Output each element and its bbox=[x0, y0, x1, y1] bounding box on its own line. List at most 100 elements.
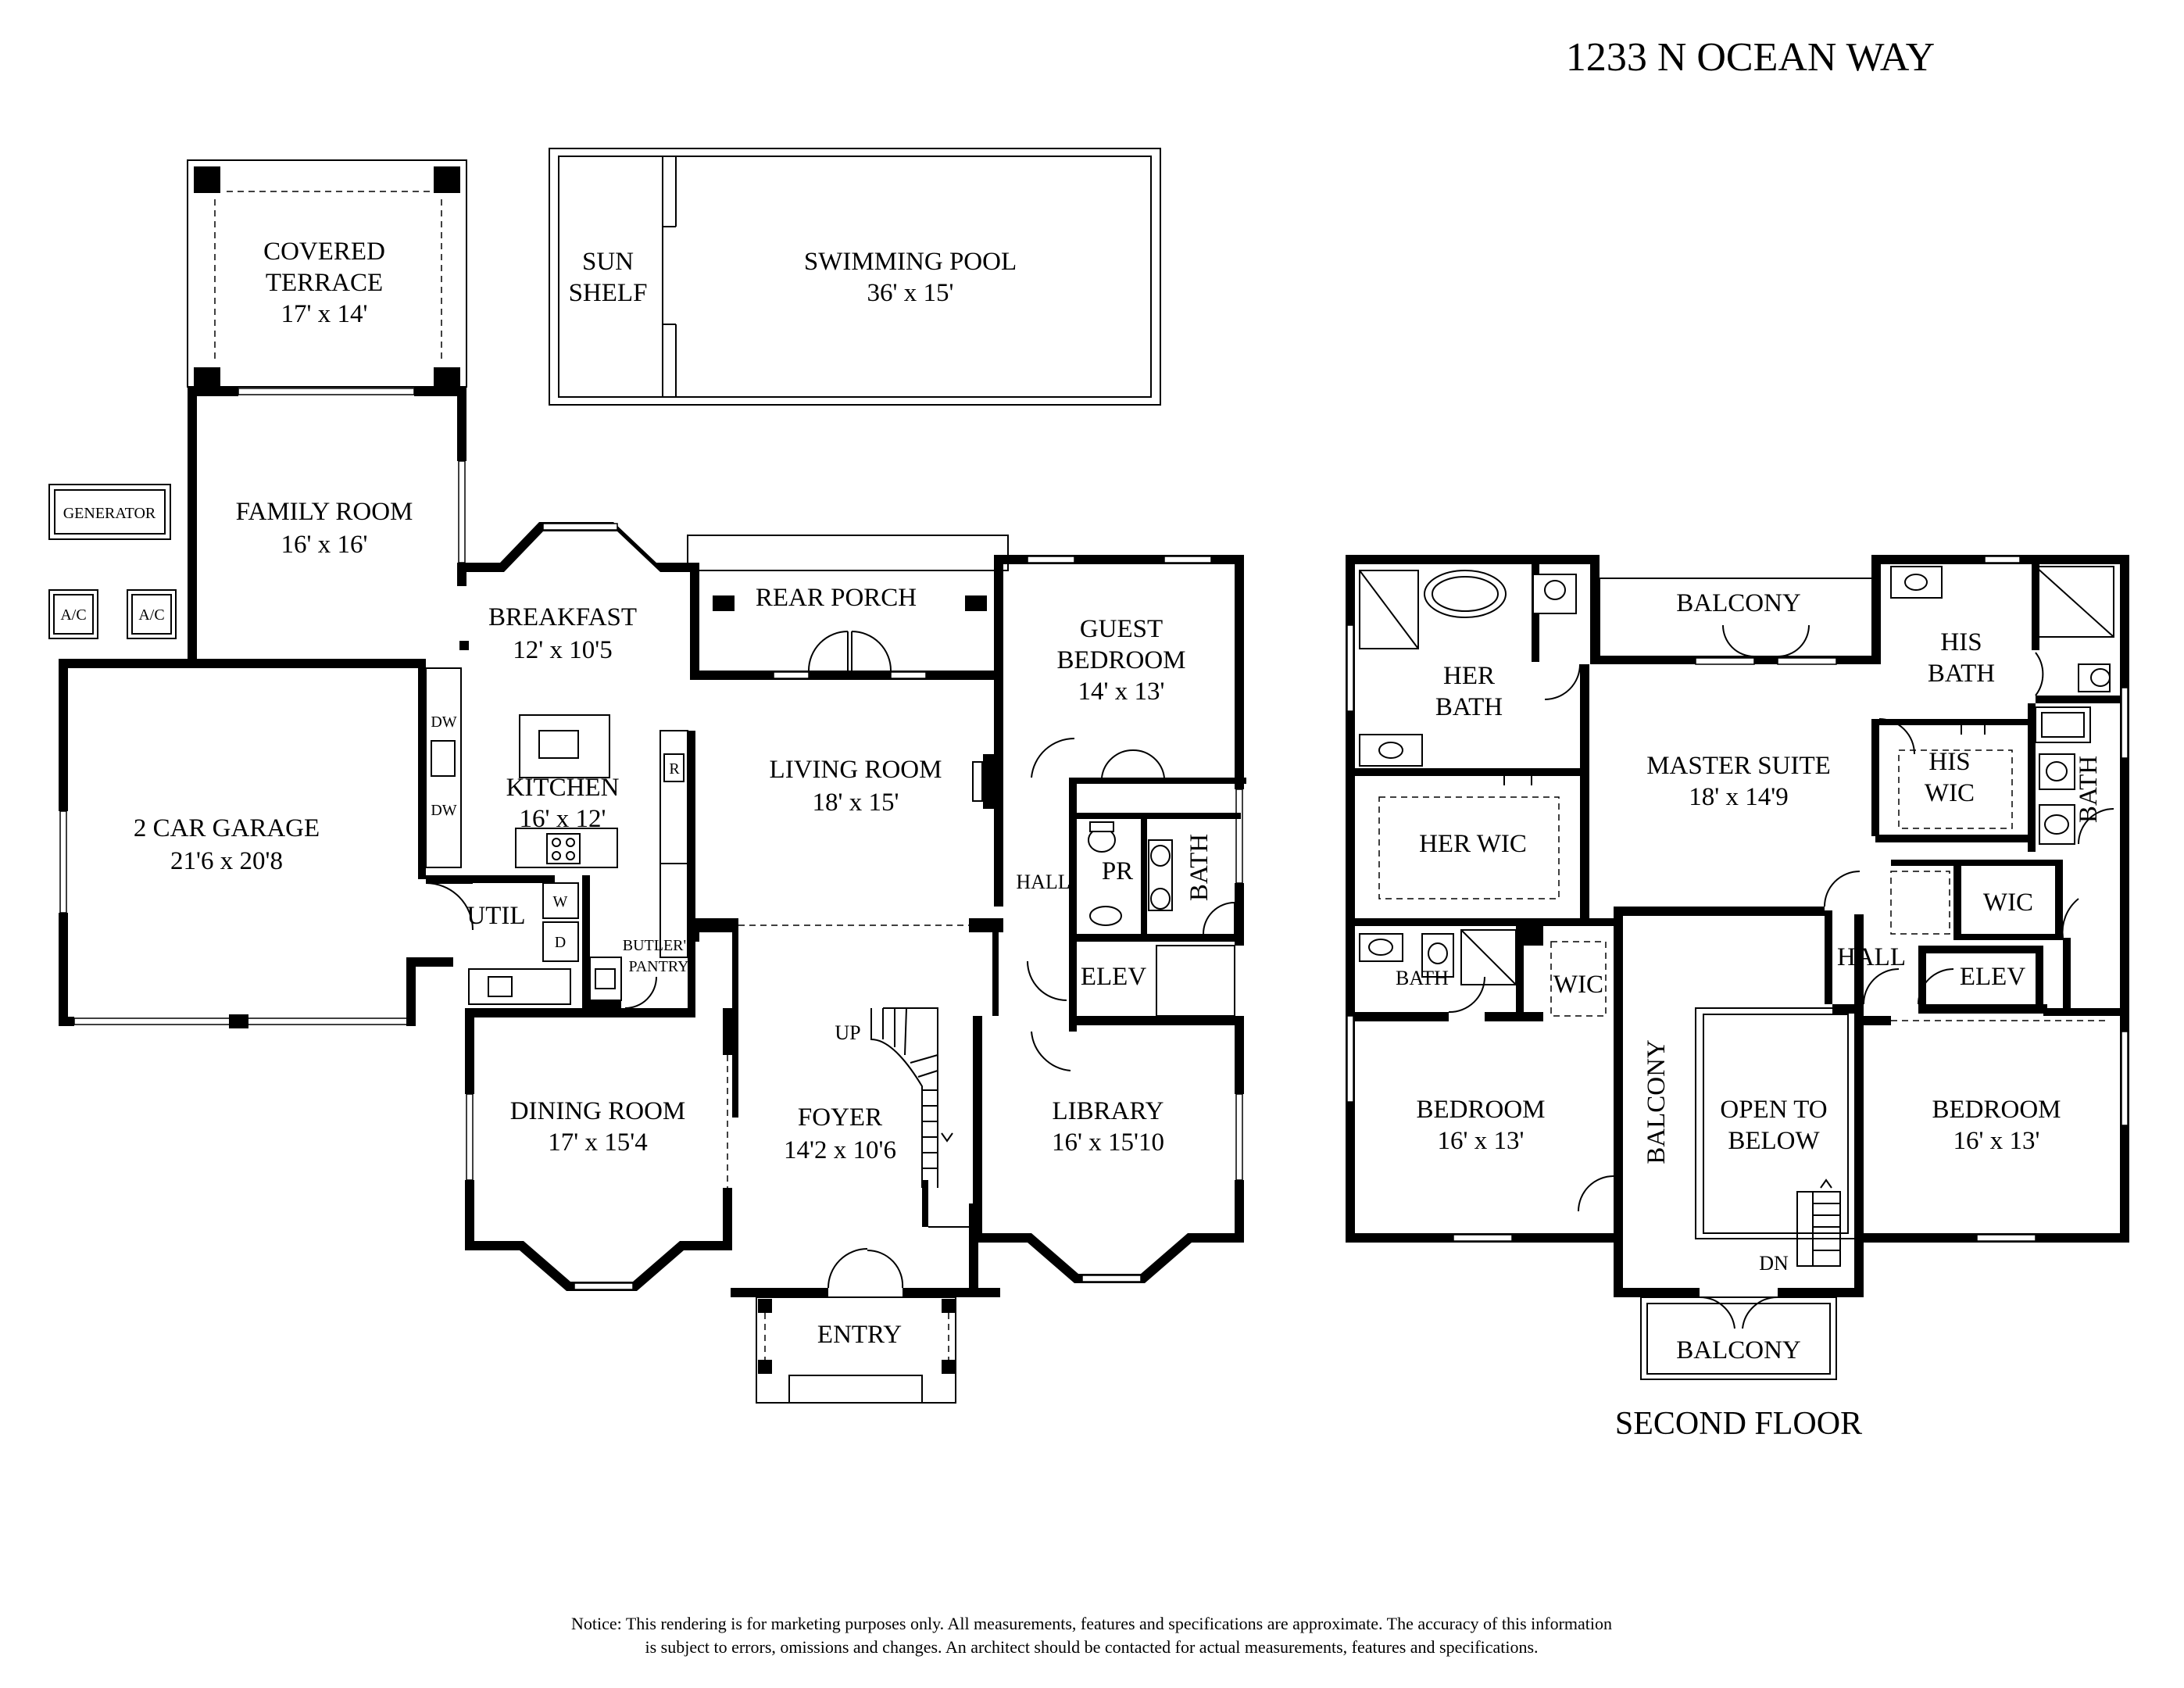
family-room-dims: 16' x 16' bbox=[281, 531, 368, 559]
stairs-second: DN bbox=[1759, 1178, 1841, 1275]
breakfast-dims: 12' x 10'5 bbox=[513, 636, 612, 664]
washer-label: W bbox=[553, 893, 568, 910]
elev-label-second: ELEV bbox=[1960, 963, 2025, 991]
hall-pr-bath-elev: HALL PR BATH ELEV bbox=[1016, 778, 1242, 1071]
ac-1-label: A/C bbox=[60, 606, 86, 624]
her-wic-label: HER WIC bbox=[1419, 830, 1527, 858]
first-floor: COVERED TERRACE 17' x 14' SUN SHELF SWIM… bbox=[48, 148, 1246, 1404]
open-to-below-label-1: OPEN TO bbox=[1720, 1096, 1827, 1124]
butlers-pantry-label-1: BUTLER'S bbox=[623, 937, 695, 954]
sun-shelf-label-1: SUN bbox=[582, 248, 634, 276]
kitchen-label: KITCHEN bbox=[506, 774, 620, 802]
garage-walls bbox=[59, 659, 474, 1028]
her-bath-label-2: BATH bbox=[1435, 693, 1503, 721]
covered-terrace-dims: 17' x 14' bbox=[281, 300, 368, 328]
living-room-walls bbox=[688, 754, 1003, 942]
guest-bath-label: BATH bbox=[1185, 834, 1214, 901]
balcony-bottom-label: BALCONY bbox=[1676, 1336, 1801, 1364]
dishwasher-2-label: DW bbox=[431, 802, 456, 819]
butlers-pantry: BUTLER'S PANTRY bbox=[465, 934, 695, 1017]
his-wic: HIS WIC bbox=[1879, 703, 2036, 852]
foyer-label: FOYER bbox=[798, 1103, 882, 1132]
second-floor-label: SECOND FLOOR bbox=[1615, 1406, 1862, 1442]
kitchen-dims: 16' x 12' bbox=[520, 805, 606, 833]
bedroom-right-label: BEDROOM bbox=[1932, 1096, 2061, 1124]
right-wic-label: WIC bbox=[1983, 889, 2033, 917]
garage-dims: 21'6 x 20'8 bbox=[170, 847, 283, 875]
butlers-pantry-label-2: PANTRY bbox=[628, 958, 688, 975]
ac-unit-1: A/C bbox=[48, 589, 98, 639]
covered-terrace-label-1: COVERED bbox=[263, 238, 385, 266]
generator: GENERATOR bbox=[48, 484, 171, 540]
balcony-top-label: BALCONY bbox=[1676, 589, 1801, 617]
dining-room-label: DINING ROOM bbox=[510, 1097, 686, 1125]
his-wic-label-2: WIC bbox=[1925, 779, 1975, 807]
open-to-below: OPEN TO BELOW bbox=[1695, 1007, 1857, 1239]
property-address-title: 1233 N OCEAN WAY bbox=[1566, 35, 1935, 80]
his-bath-label-1: HIS bbox=[1940, 628, 1982, 656]
her-wic: HER WIC bbox=[1355, 774, 1621, 926]
right-bath-label: BATH bbox=[2075, 756, 2103, 823]
guest-bedroom-label-2: BEDROOM bbox=[1056, 646, 1185, 674]
open-to-below-label-2: BELOW bbox=[1728, 1127, 1820, 1155]
garage-label: 2 CAR GARAGE bbox=[134, 814, 320, 842]
foyer-dims: 14'2 x 10'6 bbox=[784, 1136, 896, 1164]
utility-room: W D bbox=[426, 875, 590, 1016]
right-hall-area: WIC HALL ELEV bbox=[1825, 860, 2120, 1016]
breakfast-label: BREAKFAST bbox=[488, 603, 637, 631]
living-room-dims: 18' x 15' bbox=[813, 789, 899, 817]
rear-porch-label: REAR PORCH bbox=[756, 584, 917, 612]
ac-unit-2: A/C bbox=[127, 589, 177, 639]
left-bath-label: BATH bbox=[1396, 967, 1449, 989]
library-dims: 16' x 15'10 bbox=[1052, 1128, 1164, 1157]
left-bath-wic: BATH WIC bbox=[1355, 926, 1614, 1212]
stairs: UP bbox=[835, 1007, 953, 1188]
covered-terrace: COVERED TERRACE 17' x 14' bbox=[187, 159, 467, 394]
dining-room-dims: 17' x 15'4 bbox=[548, 1128, 647, 1157]
master-suite: MASTER SUITE 18' x 14'9 bbox=[1614, 752, 2036, 916]
entry: ENTRY bbox=[756, 1296, 956, 1404]
bedroom-left-dims: 16' x 13' bbox=[1438, 1127, 1525, 1155]
rear-porch bbox=[687, 535, 1009, 680]
living-room-label: LIVING ROOM bbox=[770, 756, 942, 784]
guest-bedroom-label-1: GUEST bbox=[1080, 615, 1163, 643]
his-bath: HIS BATH bbox=[1871, 564, 2120, 836]
library-walls bbox=[973, 1016, 1244, 1283]
foyer-walls bbox=[731, 930, 1000, 1297]
pr-label: PR bbox=[1102, 857, 1133, 885]
kitchen: DW DW R bbox=[425, 641, 695, 958]
swimming-pool-dims: 36' x 15' bbox=[867, 279, 954, 307]
notice-line-2: is subject to errors, omissions and chan… bbox=[645, 1637, 1538, 1657]
hall-label: HALL bbox=[1016, 871, 1070, 893]
bedroom-left-label: BEDROOM bbox=[1416, 1096, 1545, 1124]
library-label: LIBRARY bbox=[1052, 1097, 1163, 1125]
generator-label: GENERATOR bbox=[63, 505, 156, 522]
her-bath: HER BATH bbox=[1355, 564, 1589, 922]
his-bath-label-2: BATH bbox=[1928, 660, 1995, 688]
hall-label-second: HALL bbox=[1837, 943, 1906, 971]
family-room-walls bbox=[188, 387, 466, 659]
up-label: UP bbox=[835, 1021, 860, 1044]
dishwasher-1-label: DW bbox=[431, 713, 456, 731]
left-wic-label: WIC bbox=[1553, 971, 1603, 999]
dn-label: DN bbox=[1759, 1252, 1789, 1275]
dining-room-walls bbox=[465, 1008, 732, 1291]
dryer-label: D bbox=[555, 934, 566, 951]
second-floor: BALCONY BALCONY HER BATH HER WIC bbox=[1346, 555, 2129, 1442]
balcony-side-label: BALCONY bbox=[1642, 1039, 1671, 1164]
sun-shelf-label-2: SHELF bbox=[569, 279, 648, 307]
elev-label-first: ELEV bbox=[1081, 963, 1146, 991]
his-wic-label-1: HIS bbox=[1928, 748, 1970, 776]
right-bath: BATH bbox=[2035, 706, 2114, 845]
bedroom-right-dims: 16' x 13' bbox=[1953, 1127, 2040, 1155]
ac-2-label: A/C bbox=[138, 606, 164, 624]
guest-bedroom-dims: 14' x 13' bbox=[1078, 678, 1165, 706]
fridge-label: R bbox=[669, 760, 680, 778]
notice-line-1: Notice: This rendering is for marketing … bbox=[571, 1614, 1612, 1633]
swimming-pool-label: SWIMMING POOL bbox=[804, 248, 1017, 276]
her-bath-label-1: HER bbox=[1443, 662, 1495, 690]
master-suite-dims: 18' x 14'9 bbox=[1689, 783, 1788, 811]
master-suite-label: MASTER SUITE bbox=[1646, 752, 1831, 780]
balcony-bottom: BALCONY bbox=[1640, 1296, 1837, 1380]
